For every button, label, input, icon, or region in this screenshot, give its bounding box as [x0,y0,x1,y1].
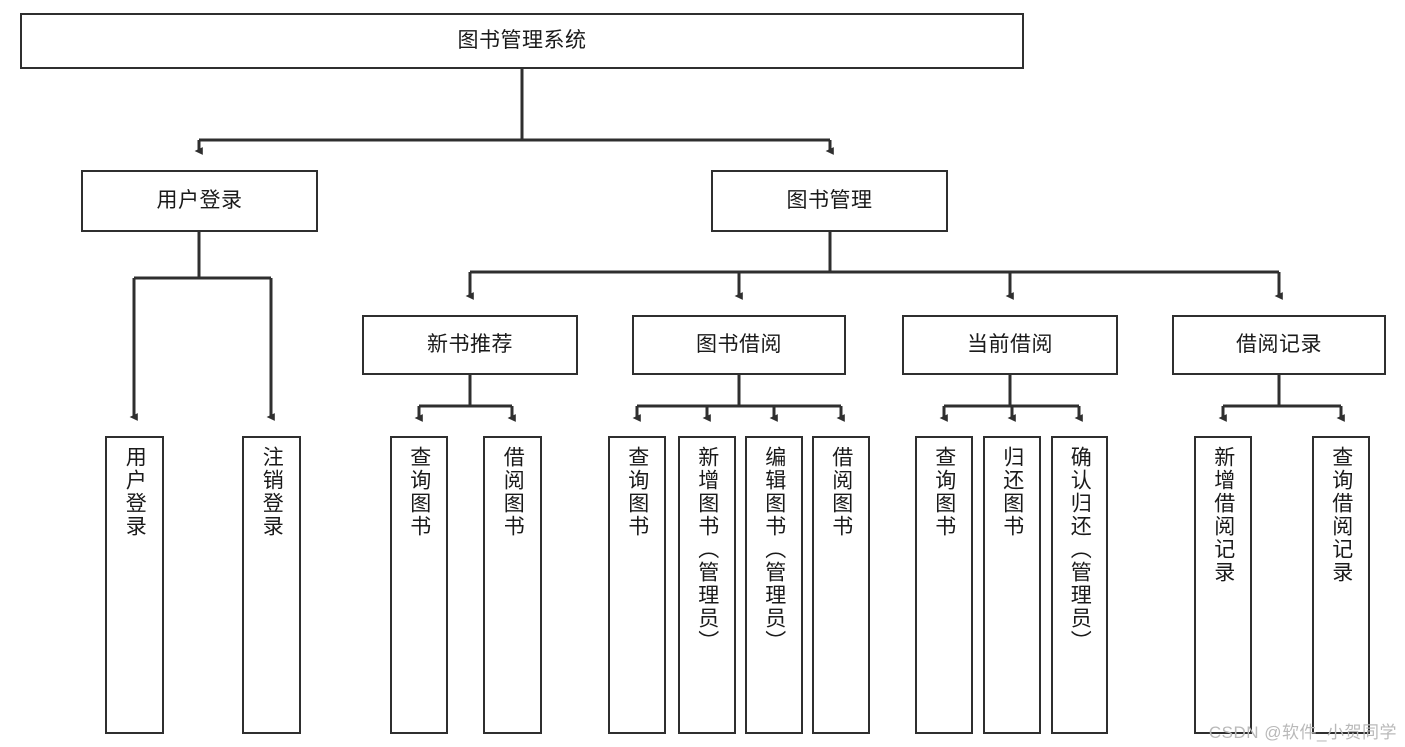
node-leaf-label: 查询图书 [625,446,649,538]
node-leaf-query-book-3[interactable]: 查询图书 [915,436,973,734]
node-leaf-label: 新增图书（管理员） [695,446,719,653]
node-leaf-return-book[interactable]: 归还图书 [983,436,1041,734]
node-leaf-label: 编辑图书（管理员） [762,446,786,653]
node-root-label: 图书管理系统 [457,28,587,52]
node-leaf-label: 查询借阅记录 [1329,446,1353,584]
node-leaf-borrow-book-2[interactable]: 借阅图书 [812,436,870,734]
node-leaf-add-record[interactable]: 新增借阅记录 [1194,436,1252,734]
node-leaf-query-book-2[interactable]: 查询图书 [608,436,666,734]
node-leaf-label: 借阅图书 [501,446,525,538]
node-leaf-label: 借阅图书 [829,446,853,538]
node-leaf-edit-book[interactable]: 编辑图书（管理员） [745,436,803,734]
node-book-manage[interactable]: 图书管理 [711,170,948,232]
node-borrow-record-label: 借阅记录 [1236,332,1322,356]
node-user-login-label: 用户登录 [156,188,243,212]
node-leaf-label: 查询图书 [932,446,956,538]
node-book-manage-label: 图书管理 [786,188,873,212]
node-leaf-confirm-return[interactable]: 确认归还（管理员） [1051,436,1108,734]
node-current-borrow-label: 当前借阅 [967,332,1053,356]
node-leaf-label: 归还图书 [1000,446,1024,538]
node-leaf-label: 新增借阅记录 [1211,446,1235,584]
node-leaf-add-book[interactable]: 新增图书（管理员） [678,436,736,734]
node-leaf-user-logout[interactable]: 注销登录 [242,436,301,734]
node-new-book-rec[interactable]: 新书推荐 [362,315,578,375]
node-leaf-label: 查询图书 [407,446,431,538]
node-leaf-query-record[interactable]: 查询借阅记录 [1312,436,1370,734]
node-root-system[interactable]: 图书管理系统 [20,13,1024,69]
node-leaf-user-login[interactable]: 用户登录 [105,436,164,734]
node-leaf-label: 注销登录 [260,446,284,538]
node-leaf-label: 用户登录 [123,446,147,538]
node-leaf-borrow-book-1[interactable]: 借阅图书 [483,436,542,734]
node-leaf-label: 确认归还（管理员） [1068,446,1092,653]
node-book-borrow[interactable]: 图书借阅 [632,315,846,375]
node-leaf-query-book-1[interactable]: 查询图书 [390,436,448,734]
node-book-borrow-label: 图书借阅 [696,332,782,356]
node-user-login[interactable]: 用户登录 [81,170,318,232]
node-new-book-rec-label: 新书推荐 [427,332,513,356]
node-current-borrow[interactable]: 当前借阅 [902,315,1118,375]
node-borrow-record[interactable]: 借阅记录 [1172,315,1386,375]
